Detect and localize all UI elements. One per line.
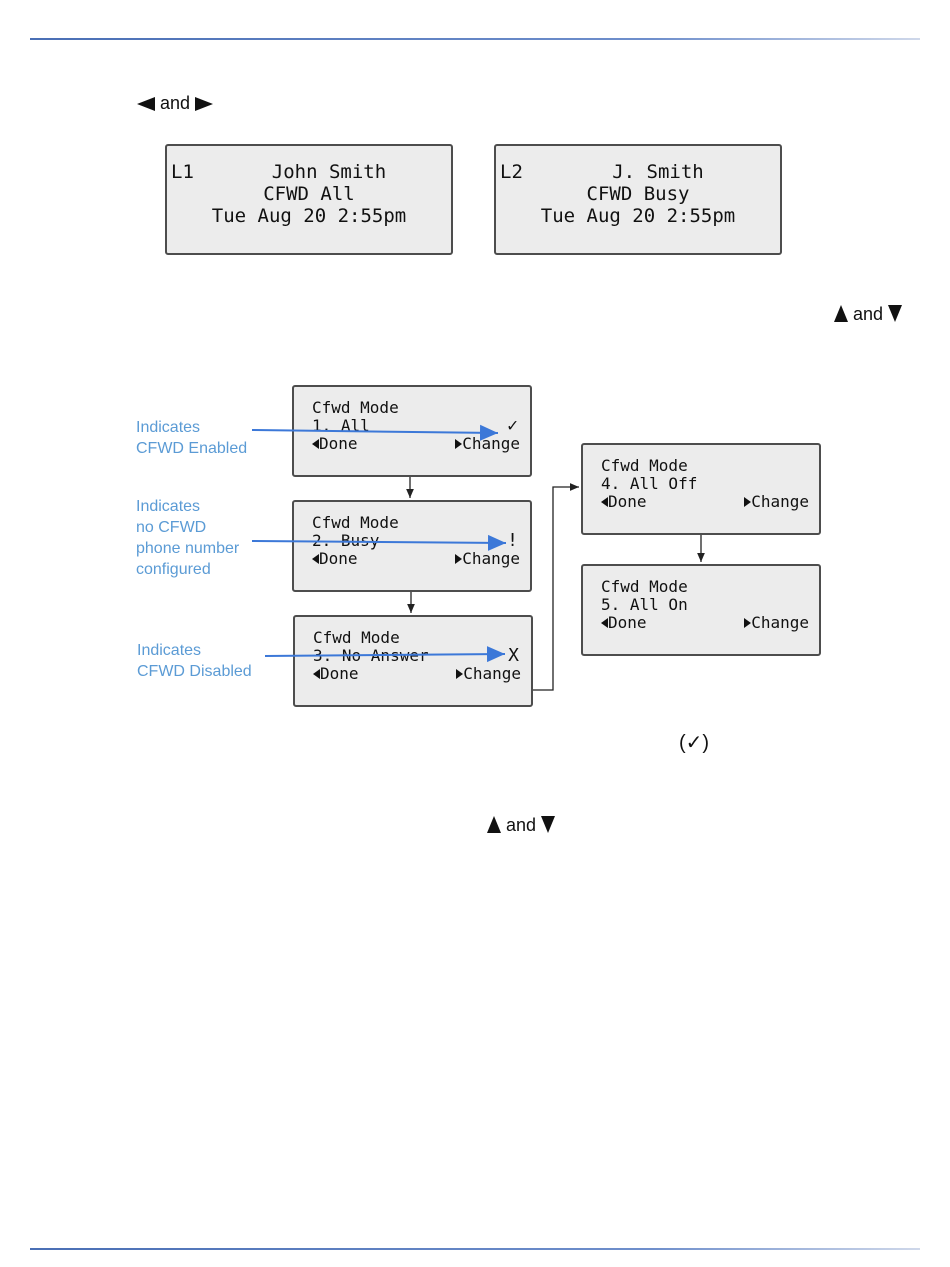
done-softkey[interactable]: Done xyxy=(312,435,358,453)
left-arrow-key-icon xyxy=(137,97,155,111)
right-triangle-icon xyxy=(455,554,463,564)
change-label: Change xyxy=(751,613,809,632)
up-arrow-key-icon xyxy=(487,816,501,833)
caller-name: John Smith xyxy=(271,161,387,183)
cfwd-menu-screen-all-off: Cfwd Mode 4. All Off Done Change xyxy=(581,443,821,535)
annotation-arrow-no-number xyxy=(251,534,507,551)
lcd-screen-line2: L2 J. Smith CFWD Busy Tue Aug 20 2:55pm xyxy=(494,144,782,255)
and-text: and xyxy=(506,815,537,835)
lcd-screen-line1: L1 John Smith CFWD All Tue Aug 20 2:55pm xyxy=(165,144,453,255)
left-right-keys-text: and xyxy=(137,93,214,113)
annotation-line: configured xyxy=(136,561,211,578)
annotation-arrow-disabled xyxy=(264,646,506,663)
change-softkey[interactable]: Change xyxy=(744,614,809,632)
right-arrow-key-icon xyxy=(195,97,214,111)
done-softkey[interactable]: Done xyxy=(601,493,647,511)
annotation-line: Indicates xyxy=(137,642,202,659)
done-label: Done xyxy=(608,613,647,632)
cfwd-mode: CFWD Busy xyxy=(586,183,690,205)
up-arrow-key-icon xyxy=(834,305,848,322)
checkmark-symbol-text: (✓) xyxy=(679,732,710,754)
right-triangle-icon xyxy=(455,439,463,449)
annotation-arrow-enabled xyxy=(251,424,499,441)
status-checkmark-icon: ✓ xyxy=(507,415,518,436)
cfwd-menu-screen-all-on: Cfwd Mode 5. All On Done Change xyxy=(581,564,821,656)
left-triangle-icon xyxy=(601,618,608,628)
left-triangle-icon xyxy=(313,669,320,679)
cfwd-menu-screen-busy: Cfwd Mode 2. Busy ! Done Change xyxy=(292,500,532,592)
up-down-keys-text: and xyxy=(834,304,903,324)
right-triangle-icon xyxy=(744,618,752,628)
down-arrow-key-icon xyxy=(541,816,556,833)
right-triangle-icon xyxy=(456,669,464,679)
date-time: Tue Aug 20 2:55pm xyxy=(540,205,736,227)
footer-rule xyxy=(30,1248,920,1250)
change-softkey[interactable]: Change xyxy=(456,665,521,683)
done-label: Done xyxy=(608,492,647,511)
line-label: L2 xyxy=(500,161,523,183)
done-label: Done xyxy=(320,664,359,683)
menu-option: 5. All On xyxy=(601,595,688,614)
annotation-line: CFWD Disabled xyxy=(137,663,252,680)
caller-name: J. Smith xyxy=(612,161,704,183)
menu-title: Cfwd Mode xyxy=(312,513,399,532)
annotation-line: phone number xyxy=(136,540,240,557)
change-softkey[interactable]: Change xyxy=(455,435,520,453)
annotation-line: Indicates xyxy=(136,498,201,515)
annotation-cfwd-enabled: Indicates CFWD Enabled xyxy=(136,417,247,459)
done-softkey[interactable]: Done xyxy=(312,550,358,568)
cfwd-mode: CFWD All xyxy=(263,183,355,205)
annotation-line: no CFWD xyxy=(136,519,207,536)
change-softkey[interactable]: Change xyxy=(744,493,809,511)
header-rule xyxy=(30,38,920,40)
annotation-arrows xyxy=(251,424,507,663)
change-label: Change xyxy=(462,549,520,568)
up-down-keys-text-lower: and xyxy=(487,815,556,835)
done-label: Done xyxy=(319,549,358,568)
annotation-cfwd-disabled: Indicates CFWD Disabled xyxy=(137,640,252,682)
change-label: Change xyxy=(751,492,809,511)
date-time: Tue Aug 20 2:55pm xyxy=(211,205,407,227)
flow-arrows xyxy=(406,477,705,691)
and-text: and xyxy=(160,93,191,113)
menu-option: 4. All Off xyxy=(601,474,698,493)
change-softkey[interactable]: Change xyxy=(455,550,520,568)
done-softkey[interactable]: Done xyxy=(313,665,359,683)
annotation-line: Indicates xyxy=(136,419,201,436)
left-triangle-icon xyxy=(312,554,319,564)
right-triangle-icon xyxy=(744,497,752,507)
done-label: Done xyxy=(319,434,358,453)
change-label: Change xyxy=(462,434,520,453)
status-exclamation-icon: ! xyxy=(507,530,518,551)
and-text: and xyxy=(853,304,884,324)
annotation-line: CFWD Enabled xyxy=(136,440,248,457)
menu-option: 2. Busy xyxy=(312,531,380,550)
menu-title: Cfwd Mode xyxy=(601,577,688,596)
flow-arrow-3-to-4 xyxy=(533,483,579,691)
done-softkey[interactable]: Done xyxy=(601,614,647,632)
menu-title: Cfwd Mode xyxy=(313,628,400,647)
line-label: L1 xyxy=(171,161,194,183)
status-x-icon: X xyxy=(508,645,519,666)
annotation-no-number: Indicates no CFWD phone number configure… xyxy=(136,496,239,580)
menu-title: Cfwd Mode xyxy=(601,456,688,475)
change-label: Change xyxy=(463,664,521,683)
down-arrow-key-icon xyxy=(888,305,903,322)
left-triangle-icon xyxy=(312,439,319,449)
left-triangle-icon xyxy=(601,497,608,507)
menu-title: Cfwd Mode xyxy=(312,398,399,417)
